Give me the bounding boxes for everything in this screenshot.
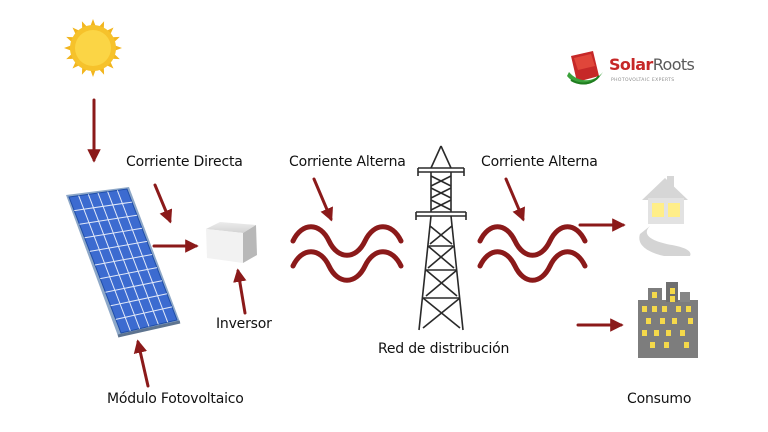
flow-arrows (87, 98, 626, 388)
house-icon (639, 176, 691, 256)
alternating-current-wave-icon (290, 224, 404, 283)
arrow-inverter-label (233, 268, 247, 315)
solarroots-logo-icon (567, 51, 603, 85)
logo-brand-part2: Roots (652, 55, 695, 74)
arrow-direct-current (153, 183, 173, 224)
sun-icon (64, 19, 122, 77)
alternating-current-label-2: Corriente Alterna (481, 154, 598, 170)
distribution-grid-label: Red de distribución (378, 341, 510, 357)
arrow-alternating-current-1 (312, 177, 333, 222)
arrow-alternating-current-2 (504, 177, 525, 222)
solar-panel-icon (66, 187, 181, 338)
arrow-pv-module-label (133, 339, 150, 388)
alternating-current-label: Corriente Alterna (289, 154, 406, 170)
inverter-icon (206, 222, 257, 263)
consumption-label: Consumo (627, 391, 692, 407)
city-buildings-icon (638, 282, 698, 358)
transmission-tower-icon (415, 145, 467, 331)
direct-current-label: Corriente Directa (126, 154, 243, 170)
logo-brand-text: SolarRoots (609, 55, 695, 74)
solarroots-logo: SolarRoots PHOTOVOLTAIC EXPERTS (563, 48, 699, 92)
inverter-label: Inversor (216, 316, 272, 332)
logo-brand-part1: Solar (609, 55, 653, 74)
pv-module-label: Módulo Fotovoltaico (107, 391, 244, 407)
alternating-current-wave-icon-2 (477, 224, 588, 283)
logo-tagline: PHOTOVOLTAIC EXPERTS (611, 78, 675, 83)
